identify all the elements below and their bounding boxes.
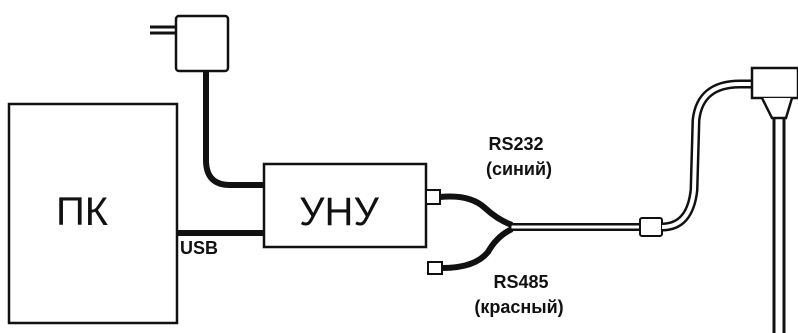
rs485-connector xyxy=(427,261,443,275)
rs232-connector xyxy=(425,189,441,205)
rs232-branch-cable xyxy=(439,193,514,228)
unu-label: УНУ xyxy=(299,190,379,234)
rs232-color-label: (синий) xyxy=(486,159,552,179)
cable-coupling xyxy=(639,217,663,237)
rs485-label: RS485 xyxy=(493,272,548,292)
sensor-cable xyxy=(661,79,752,232)
power-cable xyxy=(203,71,264,188)
power-adapter-icon xyxy=(150,14,230,73)
pc-label: ПК xyxy=(56,190,109,234)
rs232-label: RS232 xyxy=(488,134,543,154)
usb-label: USB xyxy=(180,238,218,258)
sensor-rod xyxy=(772,118,786,333)
sensor-head-icon xyxy=(750,66,798,120)
rs485-color-label: (красный) xyxy=(474,297,563,317)
pc-box: ПК xyxy=(7,102,179,325)
unu-box: УНУ xyxy=(262,162,428,249)
rs485-branch-cable xyxy=(441,226,514,271)
